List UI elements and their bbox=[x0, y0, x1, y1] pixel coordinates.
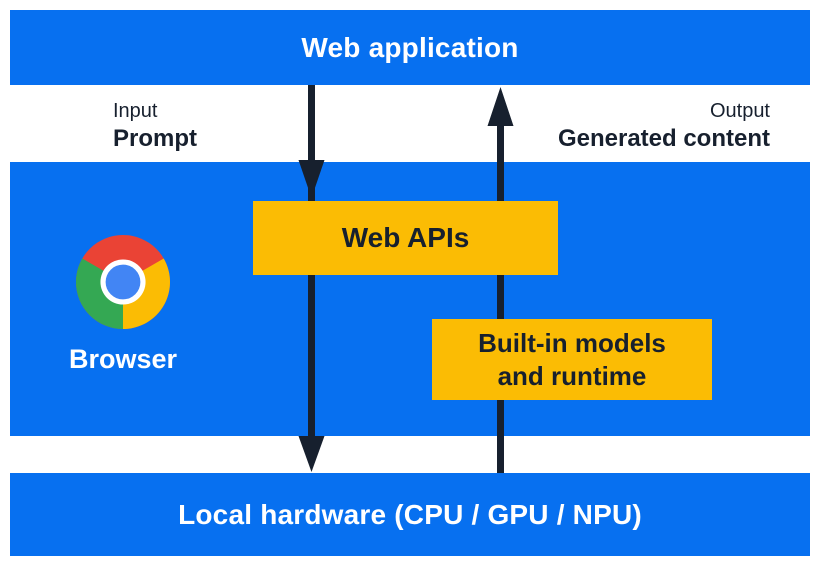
local-hardware-band: Local hardware (CPU / GPU / NPU) bbox=[10, 473, 810, 556]
web-apis-box: Web APIs bbox=[253, 201, 558, 275]
web-apis-label: Web APIs bbox=[341, 222, 470, 253]
output-label: Output bbox=[709, 100, 770, 122]
input-label: Input bbox=[113, 100, 158, 122]
builtin-models-label: Built-in models and runtime bbox=[478, 327, 666, 391]
generated-content-label: Generated content bbox=[557, 125, 770, 152]
local-hardware-label: Local hardware (CPU / GPU / NPU) bbox=[178, 498, 642, 530]
input-labels: Input Prompt bbox=[113, 99, 197, 153]
arrow-up-head bbox=[487, 87, 514, 126]
chrome-logo-icon bbox=[76, 235, 170, 329]
prompt-label: Prompt bbox=[113, 125, 197, 152]
builtin-models-box: Built-in models and runtime bbox=[432, 319, 712, 400]
chrome-logo-blue-center bbox=[105, 264, 141, 300]
web-application-band: Web application bbox=[10, 10, 810, 85]
output-labels: Output Generated content bbox=[558, 99, 770, 153]
web-application-label: Web application bbox=[301, 31, 519, 63]
browser-label: Browser bbox=[68, 344, 178, 374]
arrow-down-head-bottom bbox=[298, 436, 325, 472]
